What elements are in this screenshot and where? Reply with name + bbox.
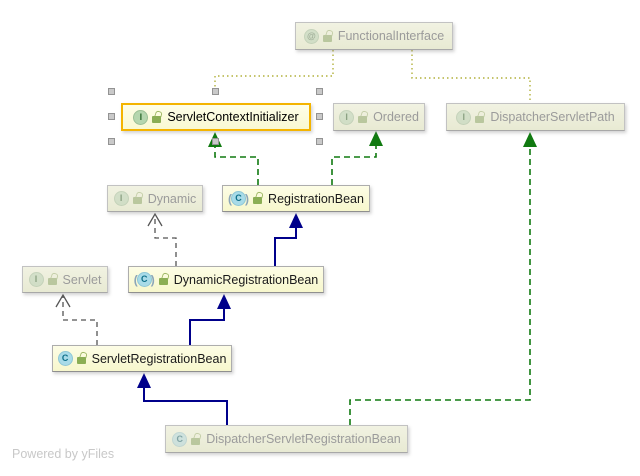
class-icon: C: [57, 351, 73, 366]
node-label: DispatcherServletPath: [490, 110, 615, 124]
open-lock-icon: [158, 273, 170, 286]
annotation-icon: @: [303, 28, 319, 44]
node-label: ServletContextInitializer: [167, 110, 299, 124]
open-lock-icon: [47, 273, 59, 286]
abstract-class-icon: C: [228, 191, 249, 206]
node-dispatcherservletregistrationbean[interactable]: C DispatcherServletRegistrationBean: [165, 425, 408, 453]
interface-icon: I: [28, 272, 44, 287]
interface-icon: I: [133, 109, 149, 125]
interface-icon: I: [339, 109, 355, 125]
node-label: DynamicRegistrationBean: [173, 272, 319, 287]
edge-dispatcherservletregistrationbean-dispatcherservletpath: [349, 132, 537, 425]
node-registrationbean[interactable]: C RegistrationBean: [222, 185, 370, 212]
node-label: Servlet: [62, 272, 102, 287]
yfiles-watermark: Powered by yFiles: [12, 447, 115, 461]
node-functionalinterface[interactable]: @ FunctionalInterface: [295, 22, 453, 50]
abstract-class-icon: C: [134, 272, 155, 287]
open-lock-icon: [191, 433, 202, 446]
node-dispatcherservletpath[interactable]: I DispatcherServletPath: [446, 103, 625, 131]
selection-handle-bottom-right[interactable]: [316, 138, 323, 145]
edge-servletregistrationbean-servlet: [55, 293, 98, 345]
selection-handle-mid-left[interactable]: [108, 113, 115, 120]
open-lock-icon: [132, 192, 144, 205]
selection-handle-top-center[interactable]: [212, 88, 219, 95]
node-servlet[interactable]: I Servlet: [22, 266, 108, 293]
edge-dynamicregistrationbean-registrationbean: [274, 213, 303, 266]
node-label: RegistrationBean: [268, 191, 364, 206]
open-lock-icon: [152, 111, 163, 124]
edge-registrationbean-ordered: [331, 131, 383, 185]
edge-functionalinterface-servletcontextinitializer: [214, 50, 334, 95]
selection-handle-top-right[interactable]: [316, 88, 323, 95]
selection-handle-top-left[interactable]: [108, 88, 115, 95]
node-servletregistrationbean[interactable]: C ServletRegistrationBean: [52, 345, 232, 372]
open-lock-icon: [358, 111, 369, 124]
class-icon: C: [172, 431, 188, 447]
node-label: Ordered: [373, 110, 419, 124]
node-dynamic[interactable]: I Dynamic: [107, 185, 203, 212]
open-lock-icon: [76, 352, 88, 365]
interface-icon: I: [456, 109, 472, 125]
node-ordered[interactable]: I Ordered: [333, 103, 425, 131]
node-label: Dynamic: [147, 191, 197, 206]
selection-handle-bottom-center[interactable]: [212, 138, 219, 145]
open-lock-icon: [253, 192, 264, 205]
node-label: FunctionalInterface: [337, 29, 445, 43]
node-servletcontextinitializer[interactable]: I ServletContextInitializer: [121, 103, 311, 131]
edge-dispatcherservletregistrationbean-servletregistrationbean: [137, 373, 228, 425]
edge-servletregistrationbean-dynamicregistrationbean: [189, 294, 231, 345]
interface-icon: I: [113, 191, 129, 206]
open-lock-icon: [322, 30, 334, 43]
node-dynamicregistrationbean[interactable]: C DynamicRegistrationBean: [128, 266, 324, 293]
edge-dynamicregistrationbean-dynamic: [147, 212, 177, 266]
node-label: ServletRegistrationBean: [91, 351, 227, 366]
open-lock-icon: [475, 111, 486, 124]
node-label: DispatcherServletRegistrationBean: [206, 432, 401, 446]
edge-functionalinterface-dispatcherservletpath: [411, 50, 531, 103]
selection-handle-bottom-left[interactable]: [108, 138, 115, 145]
selection-handle-mid-right[interactable]: [316, 113, 323, 120]
